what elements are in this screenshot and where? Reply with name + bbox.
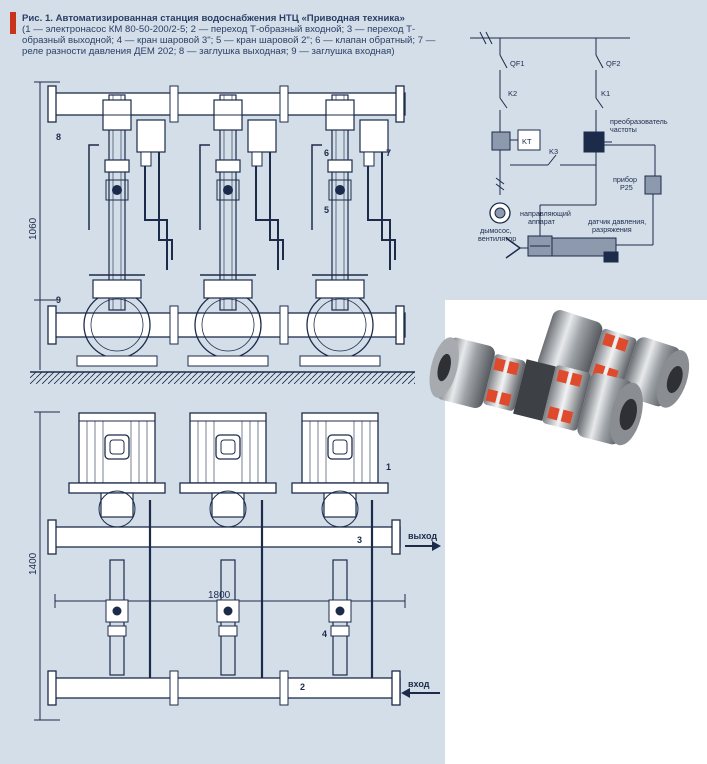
part-number-2: 2 [300,682,305,692]
label-converter-2: частоты [610,125,637,134]
label-kt: KT [522,137,532,146]
dimension-width: 1800 [208,590,231,601]
label-qf2: QF2 [606,59,621,68]
caption-accent-bar [10,12,16,34]
flow-out-label: выход [408,531,437,541]
dimension-height-bottom: 1400 [28,552,39,575]
part-number-6: 6 [324,148,329,158]
flow-in-label: вход [408,679,430,689]
electrical-schematic [470,31,662,263]
part-number-8: 8 [56,132,61,142]
label-sensor-2: разряжения [592,225,632,234]
label-fan-2: вентилятор [478,234,516,243]
part-number-5: 5 [324,205,329,215]
top-view-drawing [30,81,415,384]
caption-body: (1 — электронасос КМ 80-50-200/2-5; 2 — … [22,24,436,57]
label-qf1: QF1 [510,59,525,68]
part-number-1: 1 [386,462,391,472]
label-device-1: прибор [613,175,637,184]
label-fan-1: дымосос, [480,226,512,235]
part-number-9: 9 [56,295,61,305]
label-converter-1: преобразователь [610,117,668,126]
label-device-2: P25 [620,183,633,192]
label-guide-1: направляющий [520,209,571,218]
part-number-7: 7 [386,148,391,158]
dimension-height-top: 1060 [28,217,39,240]
label-k1: K1 [601,89,610,98]
part-number-3: 3 [357,535,362,545]
schematic-labels: QF1 QF2 K2 K1 KT K3 преобразователь част… [478,59,668,243]
couplings-photo [429,310,690,446]
caption-title: Рис. 1. Автоматизированная станция водос… [22,13,405,24]
plan-view-drawing [34,411,441,721]
part-number-4: 4 [322,629,327,639]
figure-caption: Рис. 1. Автоматизированная станция водос… [22,13,442,57]
label-k2: K2 [508,89,517,98]
label-k3: K3 [549,147,558,156]
label-guide-2: аппарат [528,217,556,226]
label-sensor-1: датчик давления, [588,217,646,226]
